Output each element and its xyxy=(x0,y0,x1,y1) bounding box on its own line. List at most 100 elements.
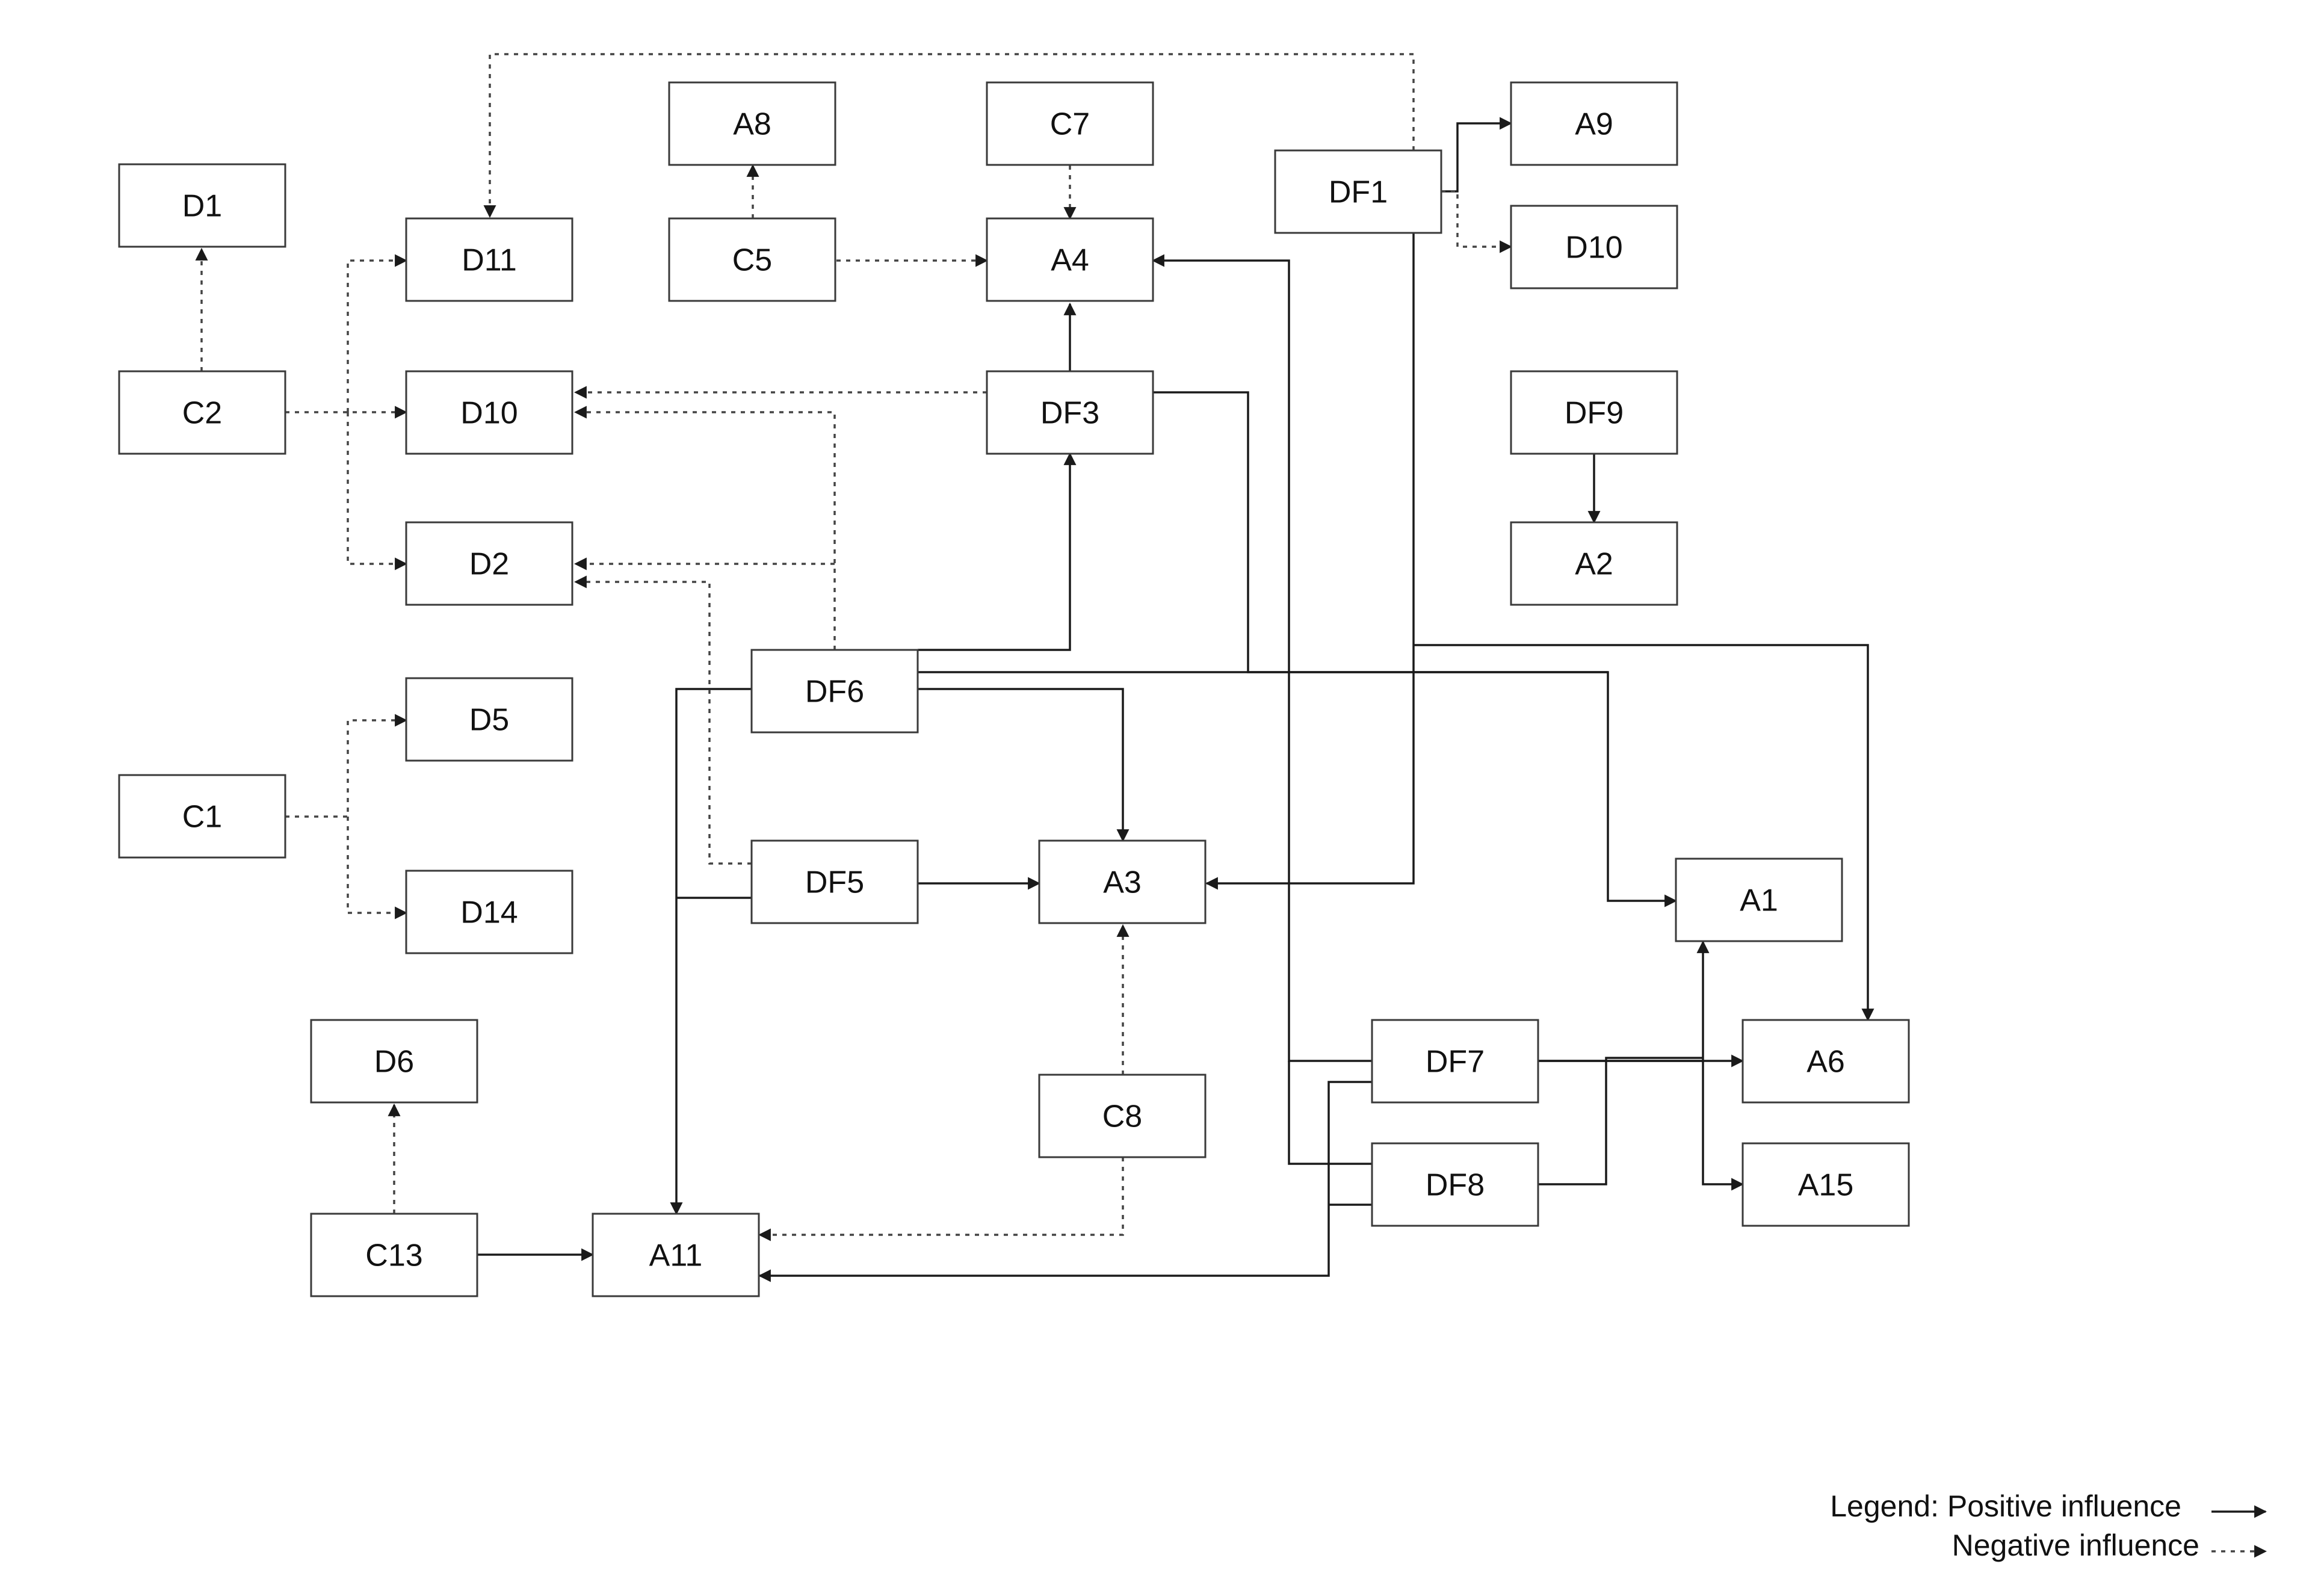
node-label: DF6 xyxy=(805,675,864,709)
node-box xyxy=(1675,858,1843,942)
node-label: D10 xyxy=(1565,230,1622,265)
node-d5: D5 xyxy=(405,677,573,762)
node-c2: C2 xyxy=(118,370,286,455)
node-a9: A9 xyxy=(1510,81,1678,166)
node-a6: A6 xyxy=(1741,1019,1910,1104)
node-box xyxy=(1371,1019,1539,1104)
edge-c2-d2 xyxy=(347,412,408,570)
node-label: DF7 xyxy=(1426,1045,1485,1080)
node-label: DF1 xyxy=(1329,175,1388,210)
node-box xyxy=(118,370,286,455)
node-d11: D11 xyxy=(405,217,573,302)
edge-df7-a4 xyxy=(1151,254,1372,1062)
node-label: DF8 xyxy=(1426,1168,1485,1203)
node-box xyxy=(1741,1019,1910,1104)
edge-c1-d14 xyxy=(347,817,408,919)
node-label: D6 xyxy=(374,1045,414,1080)
node-label: C5 xyxy=(732,243,772,278)
node-box xyxy=(1038,1074,1207,1158)
node-d6: D6 xyxy=(310,1019,478,1104)
node-label: D2 xyxy=(469,547,509,582)
node-box xyxy=(750,839,919,924)
node-box xyxy=(986,370,1154,455)
node-label: A1 xyxy=(1740,883,1778,918)
node-df7: DF7 xyxy=(1371,1019,1539,1104)
edge-df6-df3 xyxy=(918,452,1077,651)
node-box xyxy=(1274,149,1442,234)
node-label: A2 xyxy=(1575,547,1613,582)
node-a1: A1 xyxy=(1675,858,1843,942)
edge-df8-a1 xyxy=(1538,1057,1703,1185)
node-label: DF3 xyxy=(1040,396,1099,431)
legend-positive-label: Legend: Positive influence xyxy=(1830,1489,2181,1523)
node-c5: C5 xyxy=(668,217,836,302)
node-label: C13 xyxy=(365,1238,422,1273)
node-label: C8 xyxy=(1102,1099,1142,1134)
node-label: A6 xyxy=(1806,1045,1845,1080)
node-a2: A2 xyxy=(1510,521,1678,606)
edge-df8-a4 xyxy=(1288,1061,1372,1165)
edge-df6-a11 xyxy=(670,688,752,1216)
edge-df5-d2 xyxy=(573,575,752,865)
node-box xyxy=(405,870,573,954)
node-box xyxy=(405,521,573,606)
node-df8: DF8 xyxy=(1371,1142,1539,1227)
node-d10a: D10 xyxy=(405,370,573,455)
edge-c1-d5 xyxy=(285,714,408,818)
node-label: DF5 xyxy=(805,865,864,900)
legend: Legend: Positive influence Negative infl… xyxy=(1830,1489,2267,1562)
node-label: DF9 xyxy=(1565,396,1624,431)
node-d1: D1 xyxy=(118,163,286,248)
node-box xyxy=(310,1019,478,1104)
node-label: A3 xyxy=(1103,865,1142,900)
node-d10b: D10 xyxy=(1510,205,1678,289)
node-label: D1 xyxy=(182,189,222,224)
edge-df7-a11 xyxy=(758,1081,1372,1282)
node-box xyxy=(1371,1142,1539,1227)
node-a3: A3 xyxy=(1038,839,1207,924)
node-df1: DF1 xyxy=(1274,149,1442,234)
node-a11: A11 xyxy=(592,1213,760,1297)
node-box xyxy=(1510,370,1678,455)
node-box xyxy=(750,649,919,734)
node-box xyxy=(405,370,573,455)
node-label: A11 xyxy=(649,1238,703,1273)
node-label: A8 xyxy=(733,107,771,142)
node-a8: A8 xyxy=(668,81,836,166)
node-box xyxy=(1510,205,1678,289)
node-df6: DF6 xyxy=(750,649,919,734)
node-box xyxy=(986,81,1154,166)
edge-c8-a11 xyxy=(758,1157,1124,1241)
node-box xyxy=(405,217,573,302)
edge-c2-d11 xyxy=(347,254,408,412)
node-c1: C1 xyxy=(118,774,286,859)
node-label: A4 xyxy=(1051,243,1089,278)
edge-df1-a3 xyxy=(1205,233,1415,890)
node-d14: D14 xyxy=(405,870,573,954)
edge-df1-d10b xyxy=(1441,190,1513,253)
node-c13: C13 xyxy=(310,1213,478,1297)
edge-df1-d11 xyxy=(483,53,1415,218)
node-label: D14 xyxy=(460,895,518,930)
edge-df6-d10 xyxy=(573,406,836,650)
node-d2: D2 xyxy=(405,521,573,606)
node-box xyxy=(118,774,286,859)
node-box xyxy=(1038,839,1207,924)
node-label: A15 xyxy=(1798,1168,1854,1203)
node-label: C2 xyxy=(182,396,222,431)
node-df9: DF9 xyxy=(1510,370,1678,455)
node-box xyxy=(986,217,1154,302)
node-label: A9 xyxy=(1575,107,1613,142)
node-box xyxy=(1510,81,1678,166)
node-c7: C7 xyxy=(986,81,1154,166)
node-label: C7 xyxy=(1050,107,1090,142)
edge-df1-a9 xyxy=(1441,117,1513,193)
node-box xyxy=(405,677,573,762)
node-box xyxy=(668,217,836,302)
node-box xyxy=(1510,521,1678,606)
node-label: D11 xyxy=(462,243,517,278)
node-box xyxy=(118,163,286,248)
node-a15: A15 xyxy=(1741,1142,1910,1227)
node-label: D5 xyxy=(469,703,509,738)
node-box xyxy=(1741,1142,1910,1227)
